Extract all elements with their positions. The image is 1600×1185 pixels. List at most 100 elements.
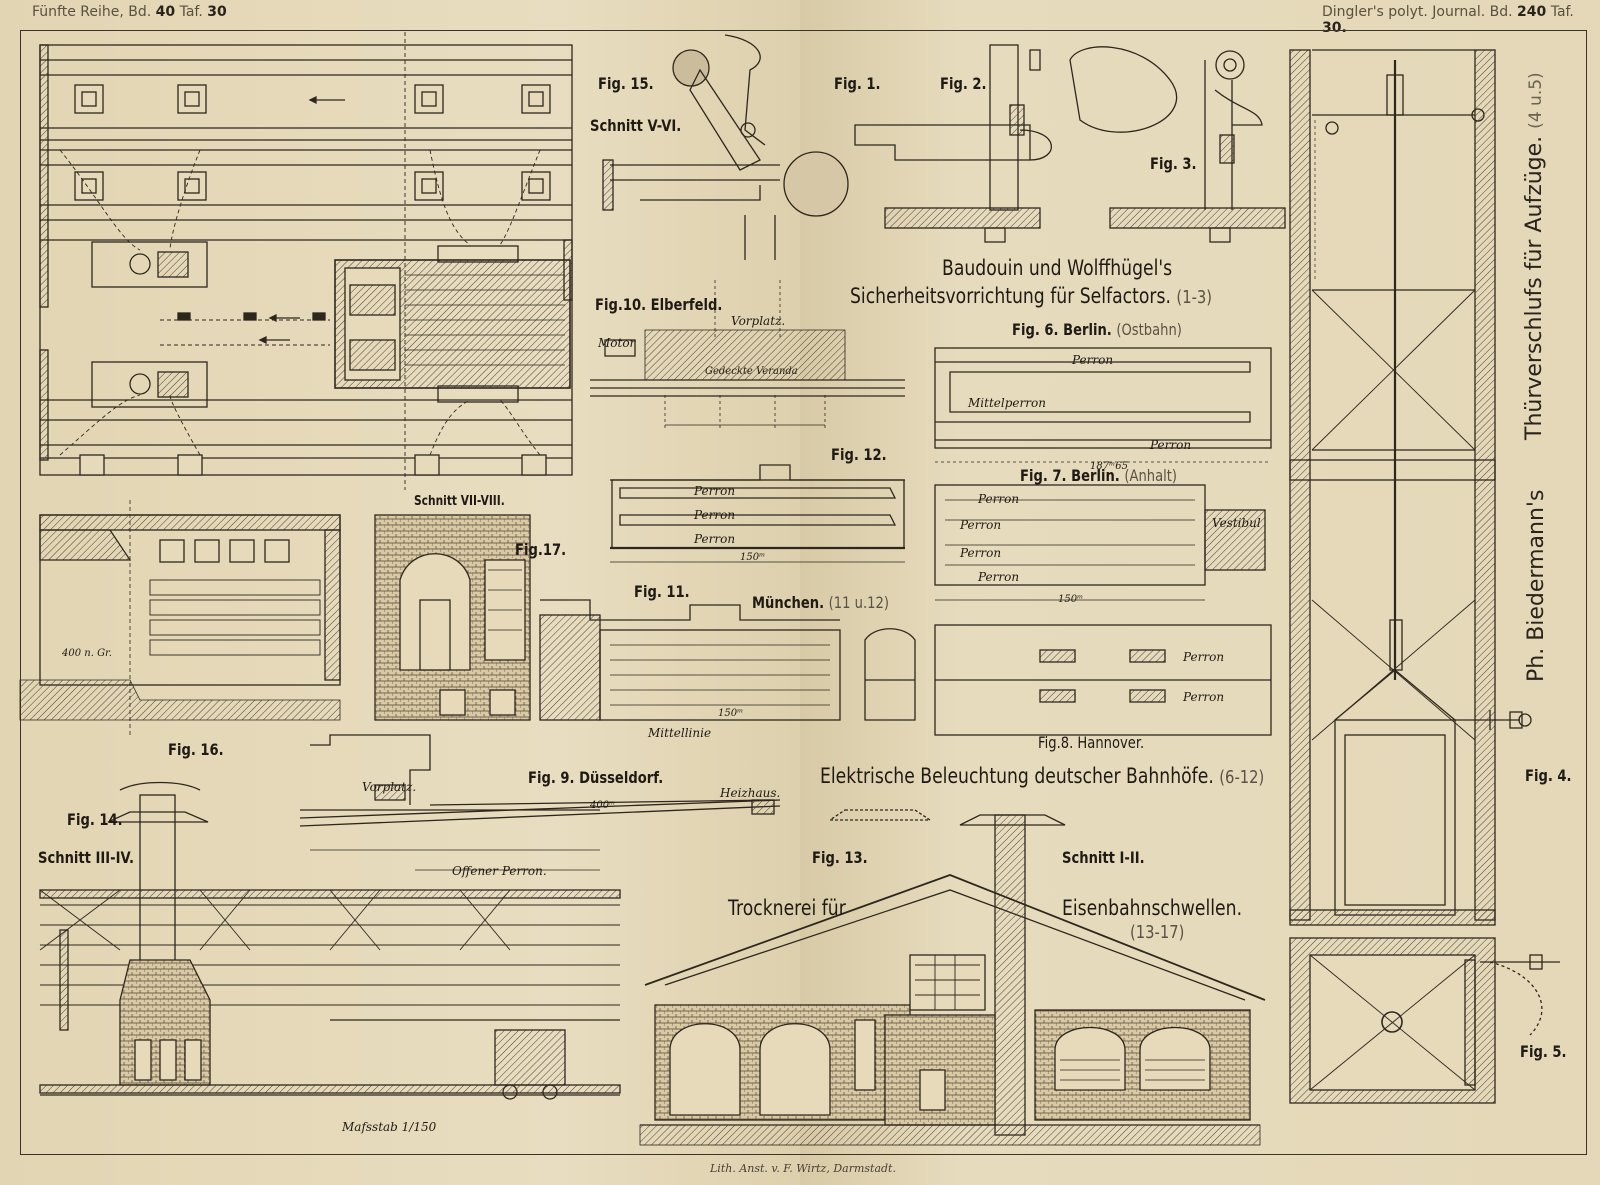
offener-perron-annotation: Offener Perron. (452, 864, 547, 878)
left-header-taf-label: Taf. (179, 4, 203, 20)
trocknerei-title-line2: Eisenbahnschwellen. (1062, 896, 1243, 920)
muenchen-note: (11 u.12) (828, 593, 889, 612)
fig14-label: Fig. 14. (67, 810, 123, 829)
fig15-plan-drawing (39, 32, 573, 490)
vestibul-annotation: Vestibul (1212, 516, 1261, 530)
plate-frame (20, 30, 1587, 1155)
fig7-note: (Anhalt) (1124, 466, 1178, 485)
perron-annotation-fig7-1: Perron (978, 492, 1020, 506)
fig11-muenchen-drawing (539, 599, 916, 721)
perron-annotation-fig8-2: Perron (1183, 690, 1225, 704)
gedeckte-veranda-annotation: Gedeckte Veranda (705, 366, 798, 377)
fig4-label: Fig. 4. (1525, 766, 1572, 785)
baudouin-title-line2: Sicherheitsvorrichtung für Selfactors. (… (850, 284, 1212, 308)
fig1-selfactor-drawing (602, 34, 849, 260)
fig2-label: Fig. 2. (940, 74, 987, 93)
fig17-label: Fig.17. (515, 540, 567, 559)
perron-annotation-fig7-4: Perron (978, 570, 1020, 584)
massstab-annotation: Mafsstab 1/150 (342, 1120, 437, 1134)
fig8-label: Fig.8. Hannover. (1038, 733, 1145, 752)
right-header-prefix: Dingler's polyt. Journal. Bd. (1322, 4, 1513, 20)
schnitt-iii-iv-label: Schnitt III-IV. (38, 848, 134, 867)
fig8-hannover-drawing (934, 624, 1272, 736)
fig1-label: Fig. 1. (834, 74, 881, 93)
fig14-section-drawing (39, 781, 621, 1100)
aufzuege-vertical-title: Thürverschlufs für Aufzüge. (4 u.5) (1522, 72, 1547, 440)
fig6-berlin-ostbahn-drawing (934, 347, 1272, 463)
baudouin-title-text: Sicherheitsvorrichtung für Selfactors. (850, 284, 1171, 308)
beleuchtung-title-text: Elektrische Beleuchtung deutscher Bahnhö… (820, 764, 1214, 788)
beleuchtung-title: Elektrische Beleuchtung deutscher Bahnhö… (820, 764, 1264, 788)
perron-annotation-fig12-2: Perron (694, 508, 736, 522)
fig12-drawing (610, 464, 905, 563)
fig6-label: Fig. 6. Berlin. (Ostbahn) (1012, 320, 1182, 339)
fig12-label: Fig. 12. (831, 445, 887, 464)
schnitt-v-vi-label: Schnitt V-VI. (590, 116, 682, 135)
fig9-duesseldorf-drawing (299, 734, 781, 871)
fig10-elberfeld-drawing (590, 280, 905, 430)
fig13-label: Fig. 13. (812, 848, 868, 867)
trocknerei-title-line1: Trocknerei für (728, 896, 846, 920)
left-header-prefix: Fünfte Reihe, Bd. (32, 4, 152, 20)
dimension-187-annotation: 187ᵐ65 (1090, 461, 1128, 472)
right-header-taf: 30. (1322, 20, 1347, 36)
fig3-selfactor-drawing (1069, 46, 1286, 243)
perron-annotation-fig12-3: Perron (694, 532, 736, 546)
perron-annotation-fig7-2: Perron (960, 518, 1002, 532)
fig15-label: Fig. 15. (598, 74, 654, 93)
beleuchtung-title-range: (6-12) (1219, 767, 1265, 788)
lithographer-imprint: Lith. Anst. v. F. Wirtz, Darmstadt. (710, 1162, 896, 1175)
baudouin-title-range: (1-3) (1176, 287, 1213, 308)
dimension-150-fig12: 150ᵐ (740, 552, 766, 563)
fig3-label: Fig. 3. (1150, 154, 1197, 173)
fig10-label: Fig.10. Elberfeld. (595, 295, 723, 314)
perron-annotation-fig12-1: Perron (694, 484, 736, 498)
fig16-section-drawing (19, 500, 341, 735)
vorplatz-annotation-fig9: Vorplatz. (362, 780, 417, 794)
fig16-label: Fig. 16. (168, 740, 224, 759)
right-header-volume: 240 (1517, 4, 1547, 20)
fig2-selfactor-drawing (854, 44, 1052, 243)
left-header-volume: 40 (155, 4, 176, 20)
schnitt-i-ii-label: Schnitt I-II. (1062, 848, 1145, 867)
perron-annotation-fig7-3: Perron (960, 546, 1002, 560)
dimension-400-fig9: 400ᵐ (590, 800, 616, 811)
motor-annotation: Motor (598, 336, 636, 350)
baudouin-title-line1: Baudouin und Wolffhügel's (942, 256, 1173, 280)
fig13-section-drawing (639, 809, 1266, 1146)
perron-annotation-fig8-1: Perron (1183, 650, 1225, 664)
dimension-150-fig11: 150ᵐ (718, 708, 744, 719)
n-gr-annotation: 400 n. Gr. (62, 648, 112, 659)
right-header: Dingler's polyt. Journal. Bd. 240 Taf. 3… (1322, 4, 1600, 36)
fig17-section-drawing (374, 514, 531, 721)
fig5-elevator-plan-drawing (1289, 937, 1560, 1104)
fig5-label: Fig. 5. (1520, 1042, 1567, 1061)
dimension-150-fig7: 150ᵐ (1058, 594, 1084, 605)
right-header-taf-label: Taf. (1550, 4, 1574, 20)
schnitt-vii-viii-label: Schnitt VII-VIII. (414, 494, 505, 509)
muenchen-label: München. (11 u.12) (752, 593, 889, 612)
mittellinie-annotation: Mittellinie (648, 726, 712, 740)
fig6-note: (Ostbahn) (1116, 320, 1182, 339)
biedermann-vertical-title: Ph. Biedermann's (1524, 489, 1549, 682)
fig9-label: Fig. 9. Düsseldorf. (528, 768, 664, 787)
fig7-berlin-anhalt-drawing (934, 484, 1266, 601)
muenchen-title: München. (752, 593, 825, 612)
trocknerei-title-range: (13-17) (1130, 922, 1185, 943)
fig6-title: Fig. 6. Berlin. (1012, 320, 1112, 339)
vorplatz-annotation: Vorplatz. (731, 314, 786, 328)
left-header: Fünfte Reihe, Bd. 40 Taf. 30 (32, 4, 227, 20)
perron-annotation-fig6-bottom: Perron (1150, 438, 1192, 452)
fig4-elevator-drawing (1289, 49, 1532, 926)
mittelperron-annotation: Mittelperron (968, 396, 1046, 410)
aufzuege-title-text: Thürverschlufs für Aufzüge. (1522, 135, 1547, 440)
heizhaus-annotation: Heizhaus. (720, 786, 781, 800)
fig7-label: Fig. 7. Berlin. (Anhalt) (1020, 466, 1177, 485)
aufzuege-title-range: (4 u.5) (1526, 72, 1546, 129)
fig11-label: Fig. 11. (634, 582, 690, 601)
perron-annotation-fig6-top: Perron (1072, 353, 1114, 367)
left-header-taf: 30 (207, 4, 227, 20)
fig7-title: Fig. 7. Berlin. (1020, 466, 1120, 485)
